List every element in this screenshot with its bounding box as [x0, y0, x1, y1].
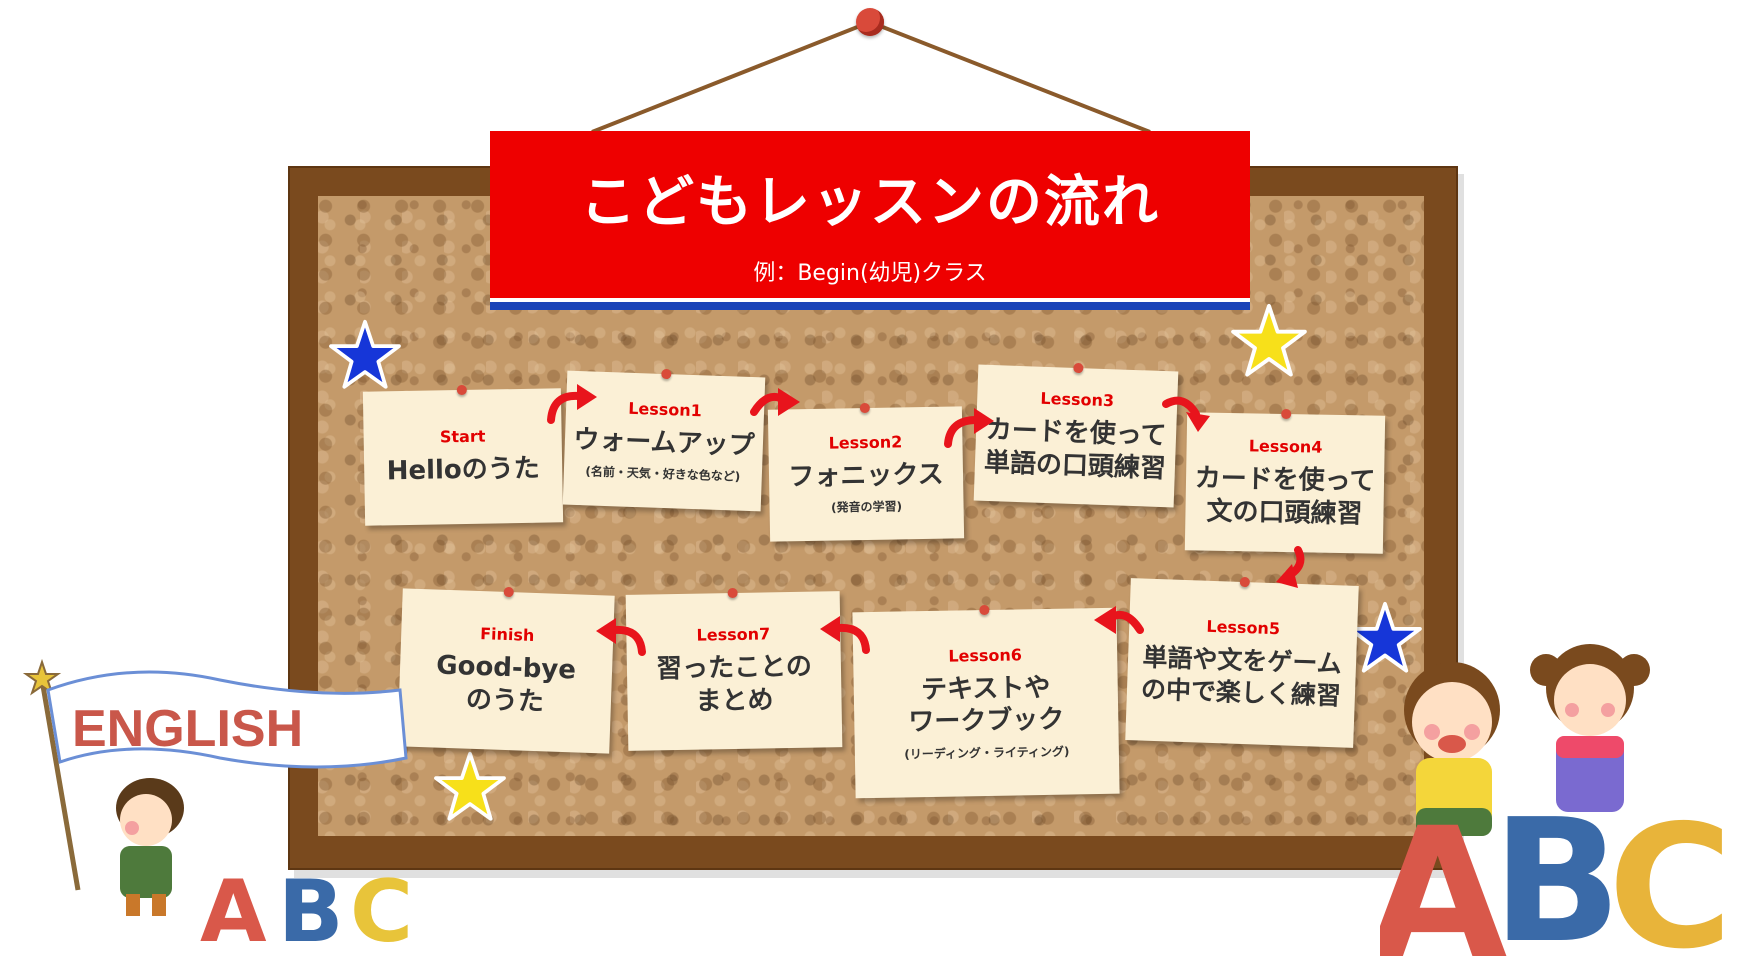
curved-arrow-icon: [1162, 396, 1210, 432]
step-label: Lesson1: [627, 398, 703, 421]
step-title: フォニックス: [788, 459, 944, 493]
english-flag-illustration: ENGLISH: [22, 658, 408, 916]
letter-b: B: [278, 862, 344, 955]
title-banner: こどもレッスンの流れ 例：Begin(幼児)クラス: [490, 131, 1250, 298]
step-title: Good-bye のうた: [435, 650, 577, 717]
pushpin-icon: [456, 384, 467, 396]
pushpin-icon: [1073, 362, 1084, 374]
curved-arrow-icon: [750, 388, 800, 416]
step-label: Lesson3: [1040, 388, 1115, 411]
step-card-lesson2: Lesson2 フォニックス (発音の学習): [767, 402, 965, 542]
curved-arrow-icon: [944, 408, 994, 448]
curved-arrow-icon: [1276, 546, 1305, 588]
title-stripe: [490, 298, 1250, 310]
step-label: Start: [439, 426, 486, 447]
step-card-start: Start Helloのうた: [362, 384, 564, 526]
pushpin-icon: [859, 402, 870, 414]
star-icon: [1348, 601, 1422, 673]
letter-a: A: [200, 862, 267, 955]
pushpin-icon: [727, 587, 738, 599]
step-note: (名前・天気・好きな色など): [585, 464, 741, 484]
star-icon: [329, 319, 401, 389]
step-card-lesson6: Lesson6 テキストや ワークブック (リーディング・ライティング): [852, 604, 1120, 799]
star-icon: [1231, 303, 1307, 377]
step-label: Finish: [479, 624, 535, 645]
step-card-lesson3: Lesson3 カードを使って 単語の口頭練習: [973, 362, 1179, 508]
pushpin-icon: [503, 586, 514, 598]
step-card-lesson5: Lesson5 単語や文をゲーム の中で楽しく練習: [1125, 576, 1359, 748]
curved-arrow-icon: [596, 618, 646, 656]
curved-arrow-icon: [1094, 606, 1144, 634]
step-title: カードを使って 単語の口頭練習: [983, 414, 1167, 484]
step-label: Lesson2: [828, 432, 903, 453]
step-label: Lesson5: [1206, 616, 1281, 639]
step-label: Lesson4: [1248, 436, 1323, 457]
curved-arrow-icon: [547, 384, 597, 424]
step-card-finish: Finish Good-bye のうた: [397, 586, 615, 754]
big-letter-a: A: [1380, 790, 1507, 958]
pushpin-icon: [979, 604, 990, 616]
star-icon: [434, 751, 506, 821]
pushpin-icon: [1239, 576, 1250, 588]
step-title: Helloのうた: [386, 453, 541, 487]
step-title: カードを使って 文の口頭練習: [1194, 463, 1376, 529]
big-letter-c: C: [1608, 789, 1733, 958]
step-card-lesson7: Lesson7 習ったことの まとめ: [625, 587, 843, 751]
flag-text: ENGLISH: [72, 700, 303, 758]
pushpin-icon: [661, 368, 672, 380]
page-title: こどもレッスンの流れ: [580, 170, 1160, 235]
step-label: Lesson6: [948, 644, 1023, 666]
step-label: Lesson7: [696, 624, 771, 645]
letter-c: C: [350, 862, 413, 955]
step-note: (発音の学習): [830, 499, 903, 515]
step-title: テキストや ワークブック: [908, 672, 1065, 738]
abc-characters-illustration: A B C: [200, 862, 413, 955]
nail-pin-icon: [856, 8, 884, 36]
pushpin-icon: [1281, 408, 1292, 420]
curved-arrow-icon: [820, 616, 870, 654]
kids-abc-illustration: A B C: [1380, 644, 1733, 958]
step-title: 単語や文をゲーム の中で楽しく練習: [1140, 642, 1343, 710]
step-title: ウォームアップ: [572, 424, 756, 461]
step-note: (リーディング・ライティング): [904, 744, 1070, 761]
page-subtitle: 例：Begin(幼児)クラス: [753, 261, 987, 286]
big-letter-b: B: [1492, 783, 1622, 958]
step-title: 習ったことの まとめ: [655, 651, 813, 717]
